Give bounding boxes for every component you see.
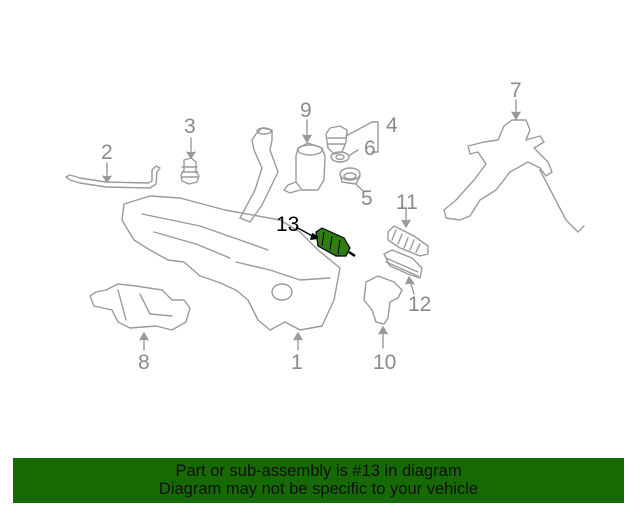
callout-1: 1 <box>291 351 303 374</box>
part-info-banner: Part or sub-assembly is #13 in diagram D… <box>13 458 624 503</box>
part-2-strap <box>65 162 161 189</box>
part-7-filler-pipe <box>443 99 585 233</box>
part-13-fuel-filter-highlighted[interactable] <box>295 226 356 258</box>
banner-line-part: Part or sub-assembly is #13 in diagram <box>175 462 462 480</box>
callout-13-highlighted[interactable]: 13 <box>276 213 300 236</box>
callout-6: 6 <box>364 137 376 160</box>
part-4-seal <box>325 121 379 155</box>
part-6-ring <box>330 149 359 163</box>
filler-neck <box>239 127 279 223</box>
callout-12: 12 <box>408 293 432 316</box>
banner-line-disclaimer: Diagram may not be specific to your vehi… <box>158 480 479 498</box>
callout-11: 11 <box>396 191 418 214</box>
callout-10: 10 <box>373 351 397 374</box>
callout-8: 8 <box>138 351 150 374</box>
callout-4: 4 <box>386 114 398 137</box>
callout-5: 5 <box>361 187 373 210</box>
callout-7: 7 <box>510 79 522 102</box>
part-8-shield <box>89 283 191 351</box>
part-1-fuel-tank <box>121 195 341 351</box>
callout-3: 3 <box>184 115 196 138</box>
callout-9: 9 <box>300 99 312 122</box>
part-12-seal <box>383 249 423 295</box>
callout-2: 2 <box>101 141 113 164</box>
part-5-lock-ring <box>339 167 365 193</box>
part-9-pump-module <box>283 119 326 194</box>
part-11-retainer <box>387 207 429 257</box>
part-3-bump-stop <box>180 137 200 185</box>
part-10-sender <box>363 275 403 349</box>
